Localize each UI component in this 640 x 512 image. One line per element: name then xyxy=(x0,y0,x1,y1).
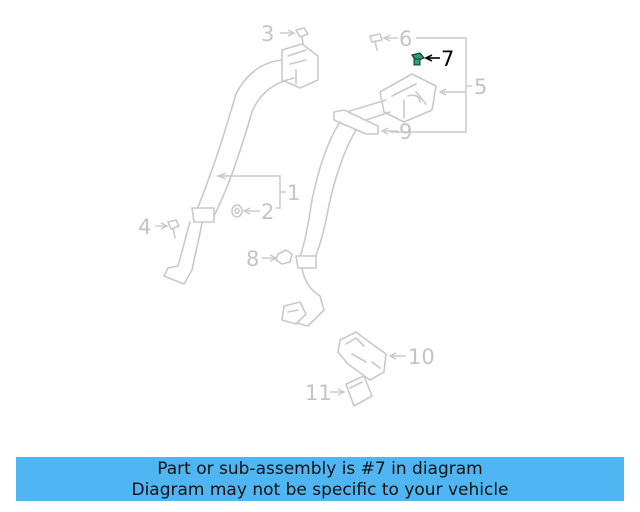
parts-diagram: 3 1 2 4 xyxy=(138,22,487,407)
bolt-3[interactable] xyxy=(295,27,309,45)
banner-line-1: Part or sub-assembly is #7 in diagram xyxy=(157,459,483,479)
nut-8[interactable] xyxy=(275,249,293,265)
center-seat-belt[interactable] xyxy=(281,73,437,327)
callout-5: 5 xyxy=(474,75,487,99)
left-seat-belt[interactable] xyxy=(163,43,319,285)
callout-3: 3 xyxy=(261,22,274,46)
washer-2[interactable] xyxy=(231,204,243,218)
buckle-10[interactable] xyxy=(337,331,387,381)
callout-6: 6 xyxy=(399,27,412,51)
callout-2: 2 xyxy=(261,200,274,224)
buckle-11[interactable] xyxy=(345,375,373,407)
bolt-6[interactable] xyxy=(369,33,383,51)
callout-8: 8 xyxy=(246,247,259,271)
callout-9: 9 xyxy=(399,120,412,144)
callout-4: 4 xyxy=(138,215,151,239)
callout-7: 7 xyxy=(441,47,454,71)
info-banner: Part or sub-assembly is #7 in diagram Di… xyxy=(16,457,624,501)
bolt-4[interactable] xyxy=(167,219,180,239)
callout-10: 10 xyxy=(408,345,435,369)
nut-7-highlighted[interactable] xyxy=(411,52,425,66)
callout-11: 11 xyxy=(305,381,332,405)
banner-line-2: Diagram may not be specific to your vehi… xyxy=(131,480,509,500)
callout-1: 1 xyxy=(287,181,300,205)
